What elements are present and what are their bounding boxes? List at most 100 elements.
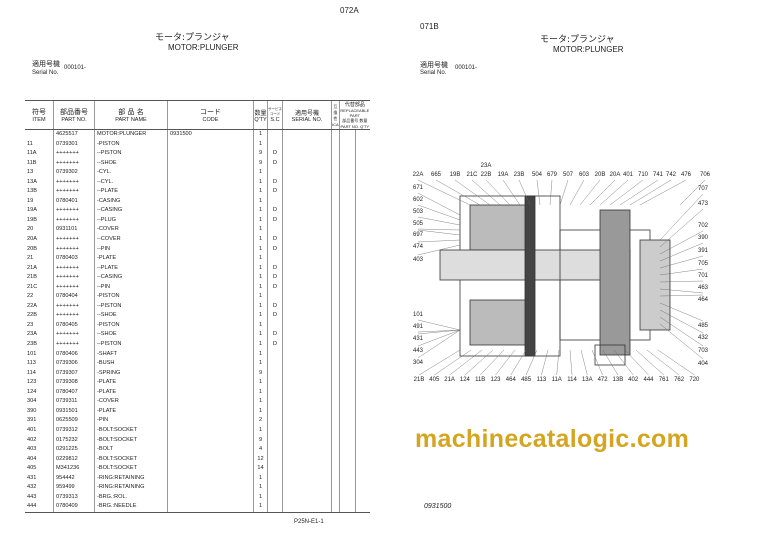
item-cell: 19 xyxy=(27,197,34,204)
callout-label: 707 xyxy=(697,186,709,192)
item-cell: 403 xyxy=(27,446,37,453)
part-no-cell: +++++++ xyxy=(53,263,95,274)
serial-cell xyxy=(282,235,332,245)
code-cell xyxy=(167,187,254,197)
leader-line xyxy=(454,179,491,206)
repl-part-cell xyxy=(338,492,356,503)
qty-cell: 1 xyxy=(253,387,268,398)
item-cell: 113 xyxy=(27,360,36,367)
repl-qty-cell xyxy=(354,196,370,207)
serial-cell xyxy=(282,282,332,293)
code-cell xyxy=(167,301,254,312)
callout-label: 710 xyxy=(637,172,649,178)
serial-cell xyxy=(282,359,332,369)
left-title-en: MOTOR:PLUNGER xyxy=(168,43,239,52)
ica-cell xyxy=(331,445,340,455)
repl-part-cell xyxy=(338,359,356,369)
part-name-cell: --SHOE xyxy=(94,330,168,341)
item-cell: 124 xyxy=(27,388,37,395)
part-no-cell: 0780407 xyxy=(53,387,95,398)
item-cell: 22B xyxy=(27,312,37,319)
code-cell xyxy=(167,158,254,169)
repl-part-cell xyxy=(338,158,356,169)
item-cell: 402 xyxy=(27,436,37,443)
serial-cell xyxy=(282,464,332,474)
qty-cell: 1 xyxy=(253,292,268,302)
item-cell: 22 xyxy=(27,293,34,300)
serial-cell xyxy=(282,168,332,178)
leader-line xyxy=(635,349,664,376)
part-no-cell: 0780409 xyxy=(53,502,95,513)
serial-cell xyxy=(282,149,332,159)
sc-cell xyxy=(267,368,283,379)
repl-part-cell xyxy=(338,187,356,197)
repl-part-cell xyxy=(338,445,356,455)
callout-label: 432 xyxy=(697,335,709,341)
qty-cell: 1 xyxy=(253,129,268,140)
part-no-cell: +++++++ xyxy=(53,273,95,283)
leader-line xyxy=(659,255,704,269)
ica-cell xyxy=(331,330,340,341)
serial-cell xyxy=(282,158,332,169)
part-name-cell: --CYL. xyxy=(94,177,168,188)
sc-cell xyxy=(267,196,283,207)
code-cell xyxy=(167,149,254,159)
callout-label: 473 xyxy=(697,201,709,207)
cylinder-lower xyxy=(469,299,531,346)
ica-cell xyxy=(331,406,340,417)
item-cell: 304 xyxy=(27,398,37,405)
qty-cell: 1 xyxy=(253,225,268,236)
repl-qty-cell xyxy=(354,445,370,455)
repl-qty-cell xyxy=(354,254,370,264)
ica-cell xyxy=(331,435,340,446)
callout-label: 101 xyxy=(412,312,424,318)
callout-label: 403 xyxy=(412,257,424,263)
sc-cell xyxy=(267,378,283,388)
item-cell: 23B xyxy=(27,341,37,348)
callout-label: 443 xyxy=(412,348,424,354)
left-serial-label-jp: 適用号機 xyxy=(32,60,60,68)
callout-label: 391 xyxy=(697,248,709,254)
leader-line xyxy=(418,349,461,376)
sc-cell xyxy=(267,435,283,446)
repl-qty-cell xyxy=(354,244,370,255)
ica-cell xyxy=(331,368,340,379)
leader-line xyxy=(480,349,505,376)
sc-cell xyxy=(267,129,283,140)
callout-label: 476 xyxy=(680,172,692,178)
sc-cell xyxy=(267,483,283,493)
part-no-cell: 0739306 xyxy=(53,359,95,369)
diagram-code: 0931500 xyxy=(424,503,452,510)
leader-line xyxy=(417,228,461,231)
repl-part-cell xyxy=(338,263,356,274)
repl-part-cell xyxy=(338,311,356,321)
callout-label: 503 xyxy=(412,209,424,215)
repl-part-cell xyxy=(338,215,356,226)
part-name-cell: -BRG.:NEEDLE xyxy=(94,502,168,513)
repl-qty-cell xyxy=(354,425,370,436)
ica-cell xyxy=(331,349,340,360)
part-no-cell: 0739307 xyxy=(53,368,95,379)
code-cell xyxy=(167,206,254,216)
qty-cell: 1 xyxy=(253,235,268,245)
code-cell xyxy=(167,225,254,236)
callout-label: 474 xyxy=(412,244,424,250)
serial-cell xyxy=(282,406,332,417)
qty-cell: 1 xyxy=(253,215,268,226)
serial-cell xyxy=(282,254,332,264)
part-name-cell: -BOLT:SOCKET xyxy=(94,435,168,446)
code-cell xyxy=(167,464,254,474)
callout-label: 679 xyxy=(546,172,558,178)
qty-cell: 1 xyxy=(253,320,268,331)
repl-qty-cell xyxy=(354,139,370,150)
callout-label: 706 xyxy=(699,172,711,178)
